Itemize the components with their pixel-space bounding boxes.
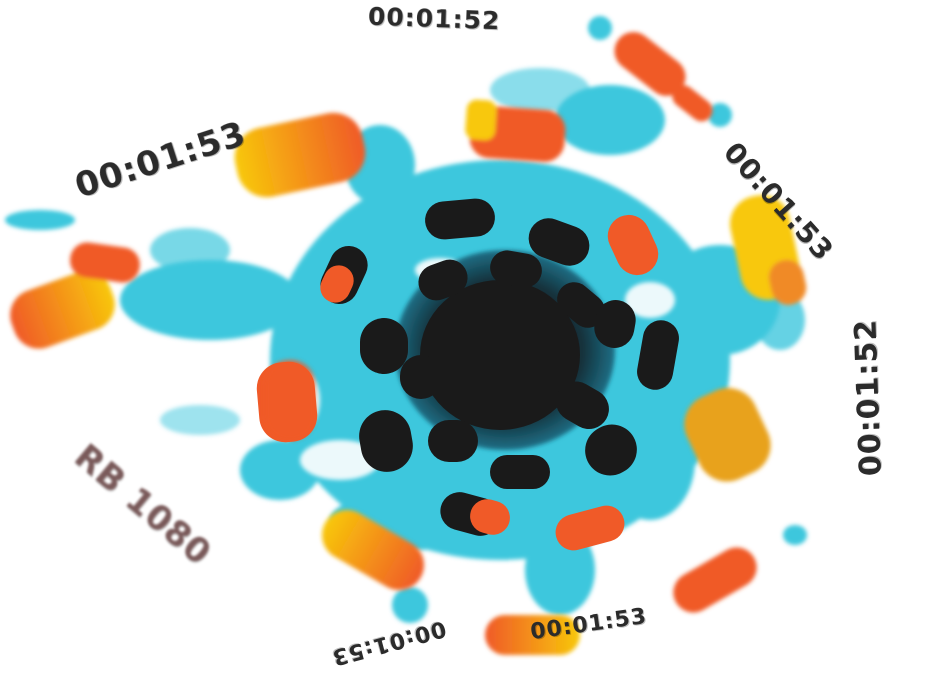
timestamp-right: 00:01:52 <box>848 318 889 477</box>
timestamp-top: 00:01:52 <box>367 1 501 36</box>
